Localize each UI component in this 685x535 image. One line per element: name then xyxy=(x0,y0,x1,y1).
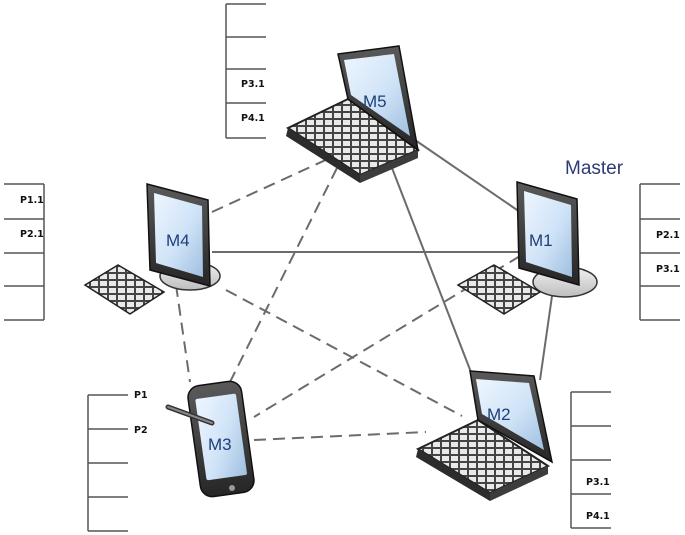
desktop-icon xyxy=(83,183,221,315)
master-label: Master xyxy=(565,158,624,179)
slot-label: P3.1 xyxy=(241,79,265,90)
link-m4-m5 xyxy=(211,157,331,213)
node-label-m2: M2 xyxy=(487,405,511,424)
connection-lines xyxy=(175,139,553,441)
laptop-icon xyxy=(285,45,421,183)
slot-label: P2 xyxy=(134,425,148,436)
slot-table-m3: P1 P2 xyxy=(87,390,148,532)
slot-label: P3.1 xyxy=(656,264,680,275)
node-label-m5: M5 xyxy=(363,92,387,111)
slot-label: P2.1 xyxy=(656,230,680,241)
slot-table-m2: P3.1 P4.1 xyxy=(570,391,611,529)
node-label-m4: M4 xyxy=(166,231,190,250)
node-label-m3: M3 xyxy=(208,435,232,454)
node-label-m1: M1 xyxy=(529,231,553,250)
node-m1[interactable]: M1 Master xyxy=(456,158,624,315)
slot-label: P4.1 xyxy=(241,113,265,124)
node-m3[interactable]: M3 xyxy=(165,380,256,498)
slot-label: P2.1 xyxy=(20,229,44,240)
link-m4-m3 xyxy=(175,284,191,383)
slot-table-m1: P2.1 P3.1 xyxy=(639,183,680,321)
link-m5-m2 xyxy=(391,167,475,381)
slot-label: P1.1 xyxy=(20,195,44,206)
link-m5-m3 xyxy=(229,167,338,383)
node-m2[interactable]: M2 xyxy=(415,370,554,501)
slot-label: P3.1 xyxy=(586,477,610,488)
tablet-icon xyxy=(165,380,255,498)
link-m1-m2 xyxy=(539,295,553,381)
desktop-icon xyxy=(456,181,598,315)
link-m4-m2 xyxy=(225,289,463,417)
slot-table-m5: P3.1 P4.1 xyxy=(225,3,266,139)
slot-label: P1 xyxy=(134,390,148,401)
link-m1-m3 xyxy=(253,255,521,418)
link-m3-m2 xyxy=(253,431,427,441)
link-m5-m1 xyxy=(414,139,521,213)
node-m4[interactable]: M4 xyxy=(83,183,221,315)
node-m5[interactable]: M5 xyxy=(285,45,421,183)
slot-table-m4: P1.1 P2.1 xyxy=(4,183,45,321)
laptop-icon xyxy=(415,370,554,501)
slot-label: P4.1 xyxy=(586,511,610,522)
